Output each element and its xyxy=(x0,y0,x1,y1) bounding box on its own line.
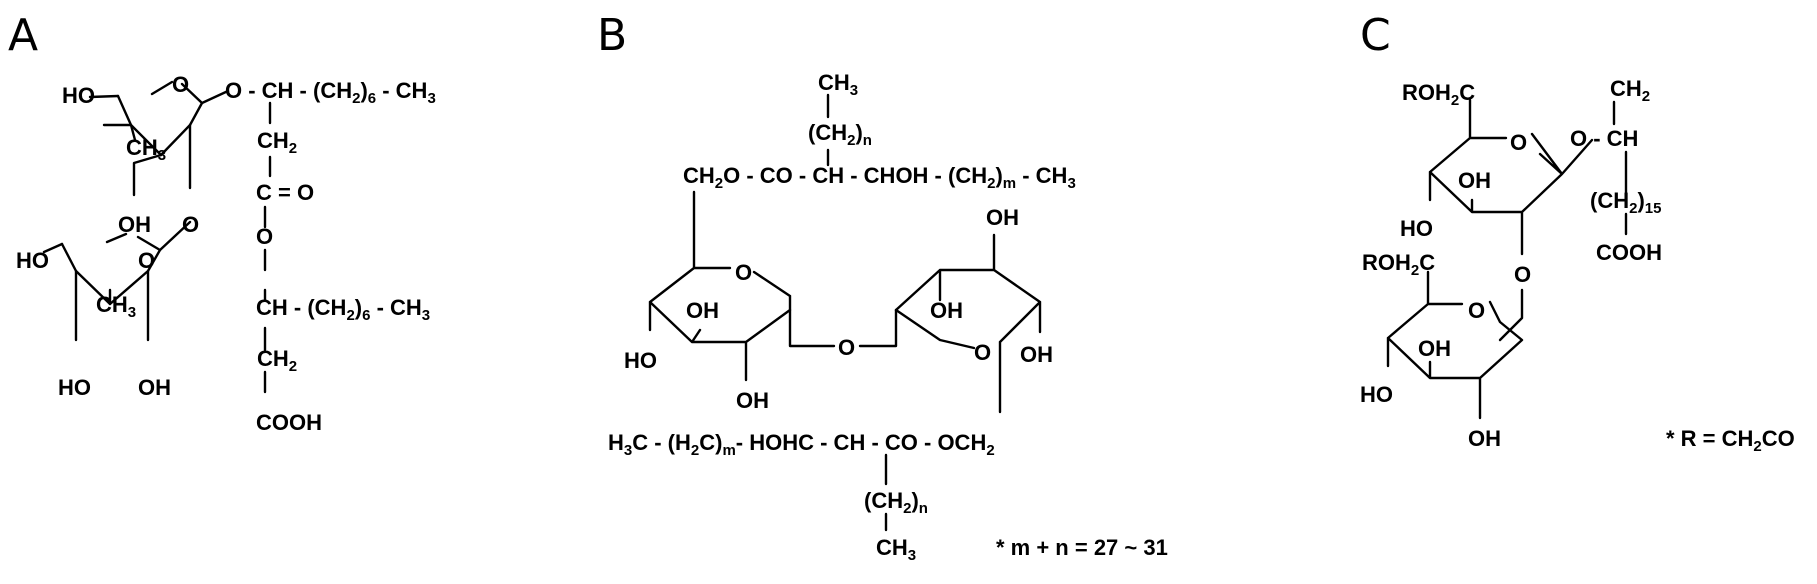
panel-a-ho-top: HO xyxy=(62,83,95,108)
panel-a-link-o: O xyxy=(182,212,199,237)
panel-b-bridge-o: O xyxy=(838,335,855,360)
panel-c-letter: C xyxy=(1360,10,1391,61)
panel-a-ring1-oh: OH xyxy=(118,212,151,237)
panel-a-chain-co: C = O xyxy=(256,180,314,205)
panel-c-ring1-ho: HO xyxy=(1400,216,1433,241)
panel-a-chain-ch: CH - (CH2)6 - CH3 xyxy=(256,295,430,324)
panel-b-right-ring-o: O xyxy=(974,340,991,365)
panel-b-left-ring xyxy=(648,190,792,382)
panel-c-o-ch: O - CH xyxy=(1570,126,1638,151)
panel-b-top-ch3: CH3 xyxy=(818,70,858,99)
panel-a-ring2-ch3: CH3 xyxy=(96,292,136,321)
panel-c-ring1-o: O xyxy=(1510,130,1527,155)
panel-c-cooh: COOH xyxy=(1596,240,1662,265)
panel-a-ring2-oh: OH xyxy=(138,375,171,400)
panel-b-right-oh-top: OH xyxy=(986,205,1019,230)
panel-a-letter: A xyxy=(8,10,38,61)
panel-c-note: * R = CH2CO xyxy=(1666,426,1795,455)
panel-a-chain-bonds xyxy=(263,101,272,394)
panel-b-right-oh1: OH xyxy=(930,298,963,323)
panel-c-ring1-oh: OH xyxy=(1458,168,1491,193)
panel-c-ring2-ho: HO xyxy=(1360,382,1393,407)
panel-c-link-bond xyxy=(1498,288,1524,342)
panel-c-ring1 xyxy=(1428,98,1594,256)
panel-a-chain-ch2-1: CH2 xyxy=(257,128,297,157)
panel-a-chain-ch2-2: CH2 xyxy=(257,346,297,375)
panel-b-left-ring-o: O xyxy=(735,260,752,285)
panel-a-sugar1-bonds xyxy=(88,89,230,197)
panel-b-top-ester: CH2O - CO - CH - CHOH - (CH2)m - CH3 xyxy=(683,163,1076,192)
panel-c: C ROH2C O OH HO O - CH CH2 (CH2)15 COOH … xyxy=(1360,10,1795,455)
panel-b-bottom-ch2n: (CH2)n xyxy=(864,488,928,517)
panel-a-chain-top: O - CH - (CH2)6 - CH3 xyxy=(225,78,436,107)
panel-b-note: * m + n = 27 ~ 31 xyxy=(996,535,1168,560)
panel-c-ring2 xyxy=(1386,270,1524,420)
panel-b-left-oh1: OH xyxy=(686,298,719,323)
panel-a-ring2-o: O xyxy=(138,248,155,273)
panel-c-chain-bonds xyxy=(1612,100,1628,236)
panel-b-bridge xyxy=(788,308,898,348)
panel-c-ch2-top: CH2 xyxy=(1610,76,1650,105)
panel-b-top-ch2n: (CH2)n xyxy=(808,120,872,149)
panel-a-ring1-o: O xyxy=(172,72,189,97)
panel-c-link-o: O xyxy=(1514,262,1531,287)
panel-c-ring2-oh: OH xyxy=(1418,336,1451,361)
panel-b-right-oh2: OH xyxy=(1020,342,1053,367)
panel-a-ring1-ch3: CH3 xyxy=(126,135,166,164)
panel-c-roh2c-bottom: ROH2C xyxy=(1362,250,1435,279)
panel-c-ring2-oh-bottom: OH xyxy=(1468,426,1501,451)
panel-b-bottom-ch3: CH3 xyxy=(876,535,916,564)
panel-c-ch2-15: (CH2)15 xyxy=(1590,188,1661,217)
panel-a: A HO O CH3 OH O HO O CH3 HO OH O - CH - … xyxy=(8,10,436,435)
panel-a-chain-cooh: COOH xyxy=(256,410,322,435)
panel-c-roh2c-top: ROH2C xyxy=(1402,80,1475,109)
panel-a-chain-o: O xyxy=(256,224,273,249)
panel-c-ring2-o: O xyxy=(1468,298,1485,323)
panel-a-ho-left: HO xyxy=(16,248,49,273)
panel-b-left-ho: HO xyxy=(624,348,657,373)
panel-b-bottom-ester: H3C - (H2C)m- HOHC - CH - CO - OCH2 xyxy=(608,430,995,459)
panel-b-left-oh2: OH xyxy=(736,388,769,413)
panel-b-letter: B xyxy=(597,10,627,61)
panel-b: B CH3 (CH2)n CH2O - CO - CH - CHOH - (CH… xyxy=(597,10,1168,564)
panel-b-right-ring xyxy=(894,233,1042,414)
panel-a-ho-bottom: HO xyxy=(58,375,91,400)
panel-a-sugar2-bonds xyxy=(42,220,192,342)
